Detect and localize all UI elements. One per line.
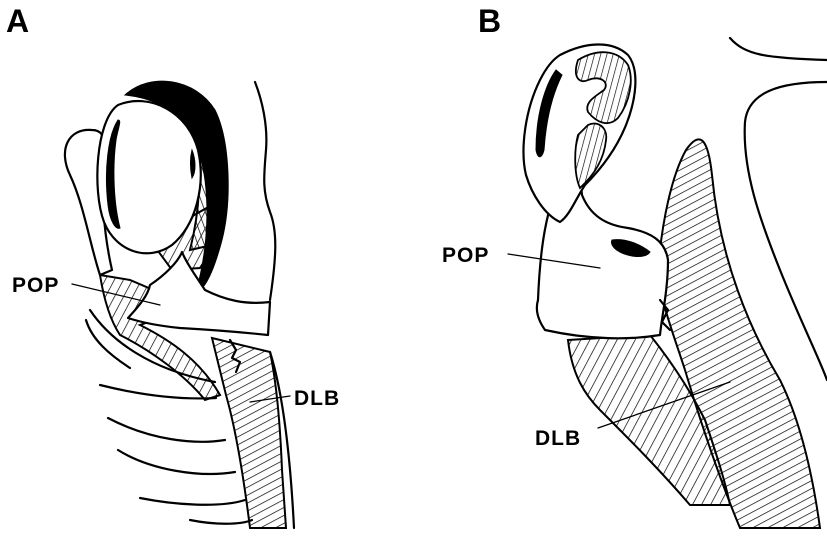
panel-a-pop-label: POP (12, 274, 59, 297)
panel-b-pop-label: POP (442, 244, 489, 267)
panel-a-dlb-label: DLB (294, 387, 340, 410)
panel-b-letter: B (478, 3, 501, 39)
panel-a-arc-4 (118, 450, 235, 474)
panel-b-dlb-label: DLB (535, 427, 581, 450)
panel-a-letter: A (6, 3, 29, 39)
panel-b: B POP DLB (442, 3, 827, 528)
panel-a-arc-6 (190, 520, 252, 524)
panel-a-arc-3 (108, 418, 225, 442)
panel-b-top-contour (730, 38, 827, 60)
panel-a-arc-5 (140, 498, 245, 505)
panel-a-body-contour (255, 82, 275, 300)
panel-a: A POP DLB (6, 3, 340, 528)
